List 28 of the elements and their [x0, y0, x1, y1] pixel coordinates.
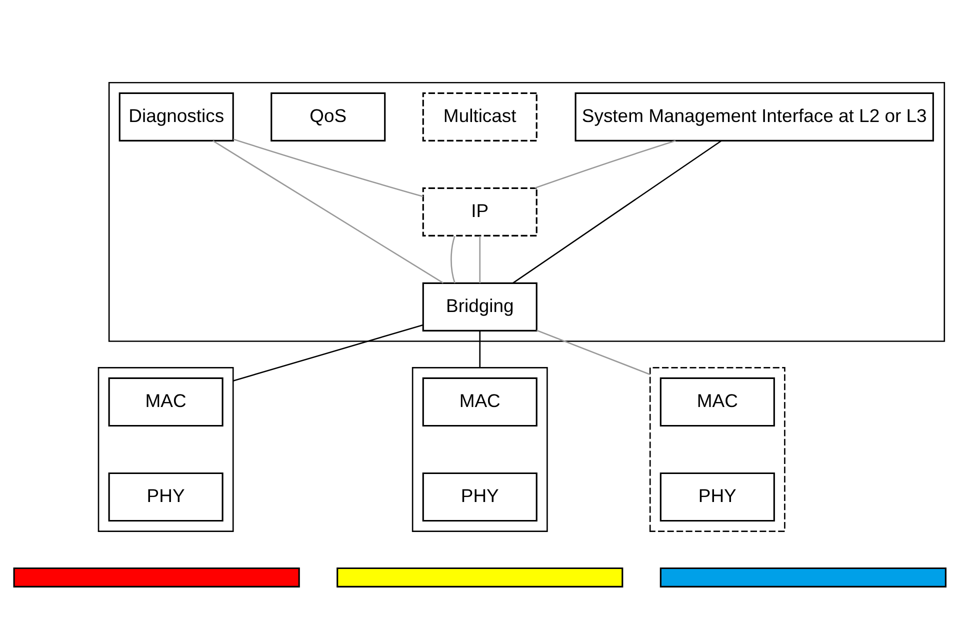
- connector: [232, 324, 424, 382]
- connector: [479, 236, 481, 284]
- connector: [536, 330, 650, 376]
- connector: [512, 140, 722, 284]
- connector: [212, 140, 444, 284]
- node-box: PHY: [108, 472, 224, 522]
- node-bar: [13, 567, 300, 588]
- node-box: MAC: [108, 377, 224, 427]
- connector: [479, 331, 481, 368]
- node-bar: [660, 567, 946, 588]
- node-box: Bridging: [422, 282, 538, 332]
- connector: [534, 140, 676, 189]
- node-box: PHY: [422, 472, 538, 522]
- node-box: MAC: [660, 377, 775, 427]
- node-box: Multicast: [422, 92, 538, 142]
- cluster: [108, 82, 946, 342]
- node-bar: [336, 567, 624, 588]
- node-box: IP: [422, 187, 538, 236]
- cluster: [98, 367, 234, 532]
- cluster: [412, 367, 548, 532]
- node-box: Diagnostics: [118, 92, 234, 142]
- node-box: PHY: [660, 472, 775, 522]
- cluster: [649, 367, 786, 532]
- node-box: MAC: [422, 377, 538, 427]
- node-box: QoS: [270, 92, 386, 142]
- node-box: System Management Interface at L2 or L3: [574, 92, 934, 142]
- connector: [450, 236, 456, 284]
- connector: [233, 138, 424, 198]
